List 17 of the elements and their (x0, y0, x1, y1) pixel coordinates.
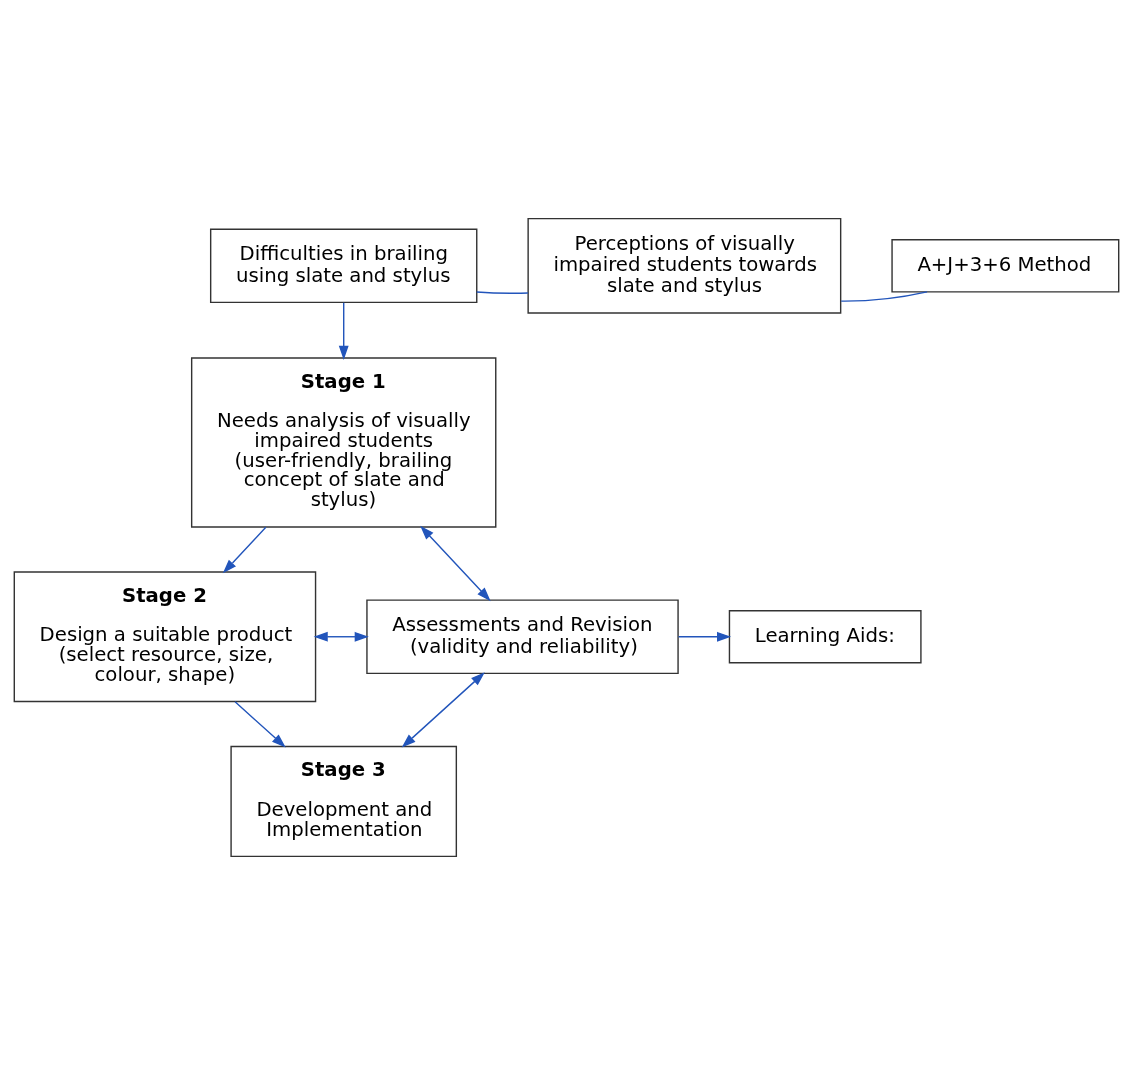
arrow (222, 526, 267, 573)
node-box: Difficulties in brailing using slate and stylus (209, 228, 478, 303)
arrow (677, 631, 732, 642)
connector (476, 290, 529, 294)
node-box: Learning Aids: (728, 609, 922, 663)
arrow (313, 631, 369, 642)
node-box: Perceptions of visually impaired students towards slate and stylus (527, 217, 842, 314)
node-box: Stage 3 Development and Implementation (230, 745, 458, 857)
arrow (338, 301, 349, 360)
node-box: Stage 2 Design a suitable product (select resource, size, colour, shape) (13, 570, 317, 702)
arrow (234, 700, 286, 748)
node-box: A+J+3+6 Method (891, 238, 1120, 293)
node-box: Assessments and Revision (validity and reliability) (366, 598, 679, 674)
arrow (401, 671, 485, 748)
arrow (420, 525, 491, 601)
node-box: Stage 1 Needs analysis of visually impaired students (user-friendly, brailing concept of slate and stylus) (190, 356, 497, 528)
connector (840, 290, 928, 302)
